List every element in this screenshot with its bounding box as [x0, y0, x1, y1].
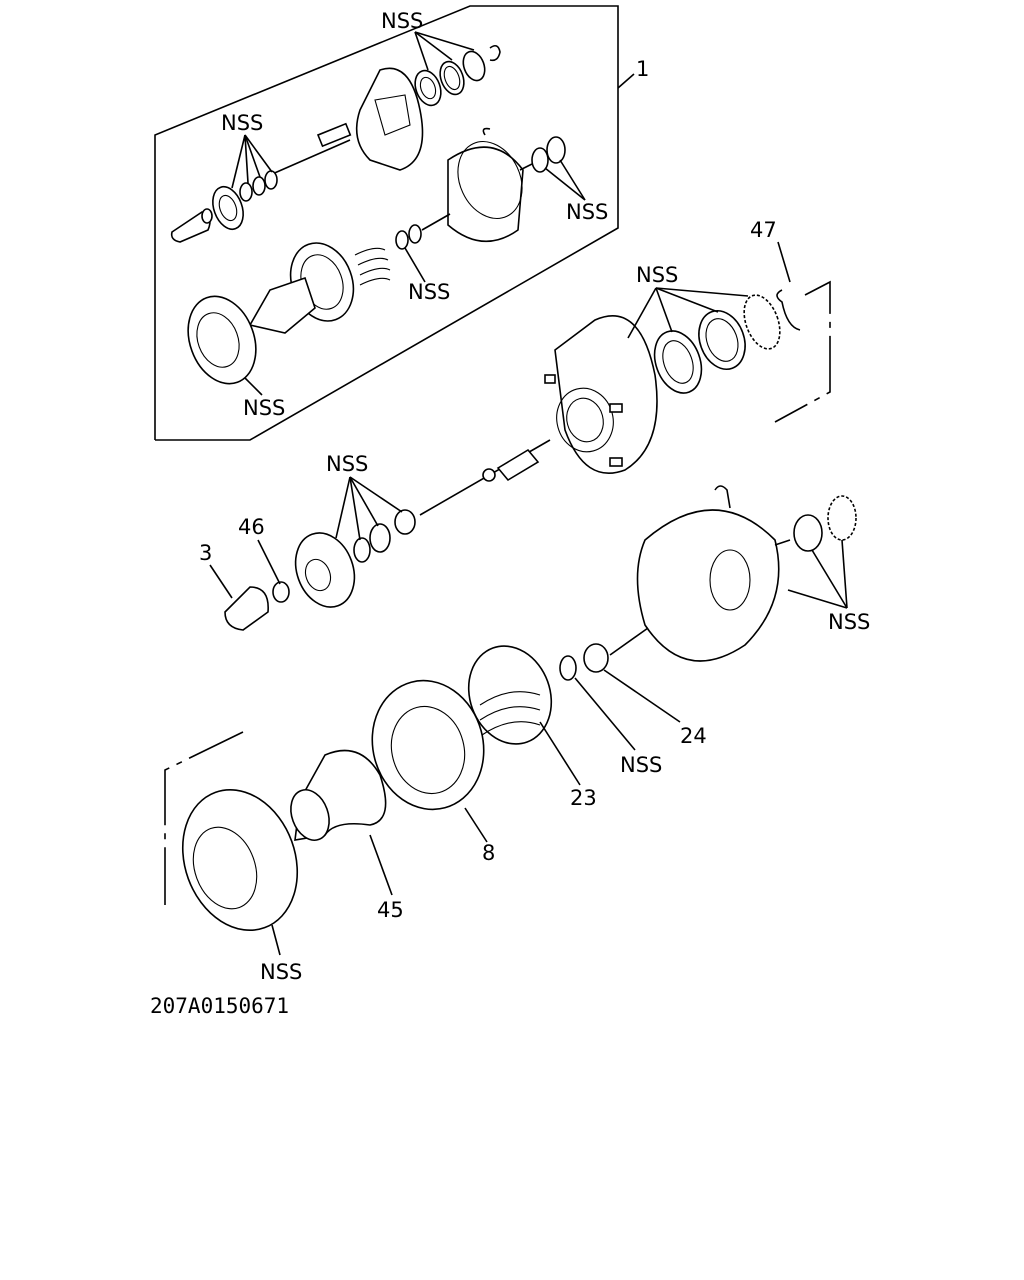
label-nss-middle-left: NSS — [326, 452, 368, 476]
label-part-8: 8 — [482, 841, 495, 865]
label-nss-top: NSS — [381, 9, 423, 33]
label-nss-frame-bottom: NSS — [243, 396, 285, 420]
lower-parts — [164, 485, 857, 932]
label-nss-oring: NSS — [620, 753, 662, 777]
middle-parts — [224, 280, 831, 631]
assembly-frame — [154, 5, 635, 441]
label-nss-lower-right: NSS — [828, 610, 870, 634]
label-part-45: 45 — [377, 898, 404, 922]
label-nss-bottom: NSS — [260, 960, 302, 984]
label-part-24: 24 — [680, 724, 707, 748]
label-part-23: 23 — [570, 786, 597, 810]
label-part-3: 3 — [199, 541, 212, 565]
label-nss-middle-right: NSS — [636, 263, 678, 287]
label-part-47: 47 — [750, 218, 777, 242]
label-nss-upper-right: NSS — [566, 200, 608, 224]
top-frame-parts — [170, 44, 566, 385]
labels: 1 NSS NSS NSS NSS NSS 47 NSS NSS 46 3 NS… — [150, 9, 870, 1018]
label-nss-upper-left: NSS — [221, 111, 263, 135]
label-part-1: 1 — [636, 57, 649, 81]
label-nss-spring: NSS — [408, 280, 450, 304]
leader-lines — [209, 31, 848, 956]
label-part-46: 46 — [238, 515, 265, 539]
figure-code: 207A0150671 — [150, 994, 289, 1018]
